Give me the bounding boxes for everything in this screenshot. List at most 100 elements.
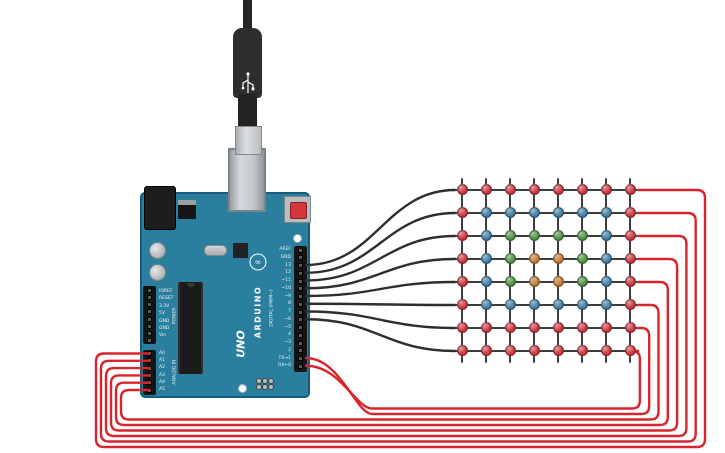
digital-pin-hole[interactable] [298,309,303,315]
signal-wire-3[interactable] [304,234,457,282]
power-wire-3[interactable] [104,234,688,438]
led-r1c1[interactable] [455,178,469,202]
led-r2c2[interactable] [479,201,493,225]
digital-pin-hole[interactable] [298,340,303,346]
led-r5c2[interactable] [479,270,493,294]
power-pin-hole[interactable] [147,302,152,307]
digital-pin-hole[interactable] [298,332,303,338]
led-r8c4[interactable] [527,339,541,363]
led-r3c8[interactable] [623,224,637,248]
led-r5c6[interactable] [575,270,589,294]
digital-pin-hole[interactable] [298,325,303,330]
digital-pin-hole[interactable] [298,363,303,369]
led-r4c5[interactable] [551,247,565,271]
led-r8c2[interactable] [479,339,493,363]
signal-wire-7[interactable] [304,310,457,330]
led-r6c8[interactable] [623,293,637,317]
led-r5c3[interactable] [503,270,517,294]
power-wire-7[interactable] [304,326,651,416]
led-r6c2[interactable] [479,293,493,317]
led-r5c7[interactable] [599,270,613,294]
led-r7c8[interactable] [623,316,637,340]
led-r1c3[interactable] [503,178,517,202]
digital-pin-hole[interactable] [298,263,303,268]
led-r2c5[interactable] [551,201,565,225]
led-r2c8[interactable] [623,201,637,225]
led-r8c7[interactable] [599,339,613,363]
signal-wire-4[interactable] [304,257,457,290]
led-r4c3[interactable] [503,247,517,271]
led-r5c8[interactable] [623,270,637,294]
led-r8c6[interactable] [575,339,589,363]
digital-pin-hole[interactable] [298,270,303,276]
led-r2c7[interactable] [599,201,613,225]
power-wire-5[interactable] [114,280,669,427]
led-r5c5[interactable] [551,270,565,294]
led-r1c8[interactable] [623,178,637,202]
led-r7c3[interactable] [503,316,517,340]
digital-pin-hole[interactable] [298,294,303,299]
led-r7c4[interactable] [527,316,541,340]
led-r5c4[interactable] [527,270,541,294]
digital-pin-hole[interactable] [298,286,303,292]
power-pin-hole[interactable] [147,316,152,322]
led-r1c7[interactable] [599,178,613,202]
digital-pin-hole[interactable] [298,247,303,253]
led-r8c8[interactable] [623,339,637,363]
usb-cable-wire[interactable] [243,0,252,32]
digital-pin-hole[interactable] [298,255,303,261]
led-r7c2[interactable] [479,316,493,340]
led-r2c1[interactable] [455,201,469,225]
signal-wire-8[interactable] [304,318,457,353]
led-r4c2[interactable] [479,247,493,271]
power-pin-hole[interactable] [147,294,152,300]
led-r7c5[interactable] [551,316,565,340]
led-r4c1[interactable] [455,247,469,271]
led-r7c7[interactable] [599,316,613,340]
power-pin-hole[interactable] [147,338,152,344]
led-r6c5[interactable] [551,293,565,317]
led-r8c1[interactable] [455,339,469,363]
led-r1c5[interactable] [551,178,565,202]
digital-pin-hole[interactable] [298,317,303,323]
led-r1c4[interactable] [527,178,541,202]
signal-wire-2[interactable] [304,211,457,274]
led-r6c3[interactable] [503,293,517,317]
led-r4c4[interactable] [527,247,541,271]
led-r6c7[interactable] [599,293,613,317]
led-r6c4[interactable] [527,293,541,317]
digital-pin-hole[interactable] [298,301,303,307]
digital-pin-hole[interactable] [298,348,303,354]
reset-button[interactable] [289,201,307,219]
led-r3c7[interactable] [599,224,613,248]
led-r3c2[interactable] [479,224,493,248]
power-wire-4[interactable] [109,257,679,432]
led-r3c4[interactable] [527,224,541,248]
power-wire-6[interactable] [119,303,660,421]
led-r2c4[interactable] [527,201,541,225]
led-r4c8[interactable] [623,247,637,271]
led-r5c1[interactable] [455,270,469,294]
led-r4c6[interactable] [575,247,589,271]
power-pin-hole[interactable] [147,323,152,329]
led-r3c6[interactable] [575,224,589,248]
led-r3c5[interactable] [551,224,565,248]
digital-pin-hole[interactable] [298,356,303,361]
led-r3c1[interactable] [455,224,469,248]
led-r2c6[interactable] [575,201,589,225]
led-r2c3[interactable] [503,201,517,225]
power-wire-8[interactable] [304,349,642,410]
led-r3c3[interactable] [503,224,517,248]
power-wire-2[interactable] [99,211,697,443]
power-pin-hole[interactable] [147,287,152,293]
led-r8c5[interactable] [551,339,565,363]
power-pin-hole[interactable] [147,331,152,336]
led-r6c6[interactable] [575,293,589,317]
led-r7c6[interactable] [575,316,589,340]
led-r7c1[interactable] [455,316,469,340]
led-r1c6[interactable] [575,178,589,202]
led-r6c1[interactable] [455,293,469,317]
usb-plug-body[interactable] [233,28,262,98]
led-r1c2[interactable] [479,178,493,202]
signal-wire-5[interactable] [304,280,457,298]
